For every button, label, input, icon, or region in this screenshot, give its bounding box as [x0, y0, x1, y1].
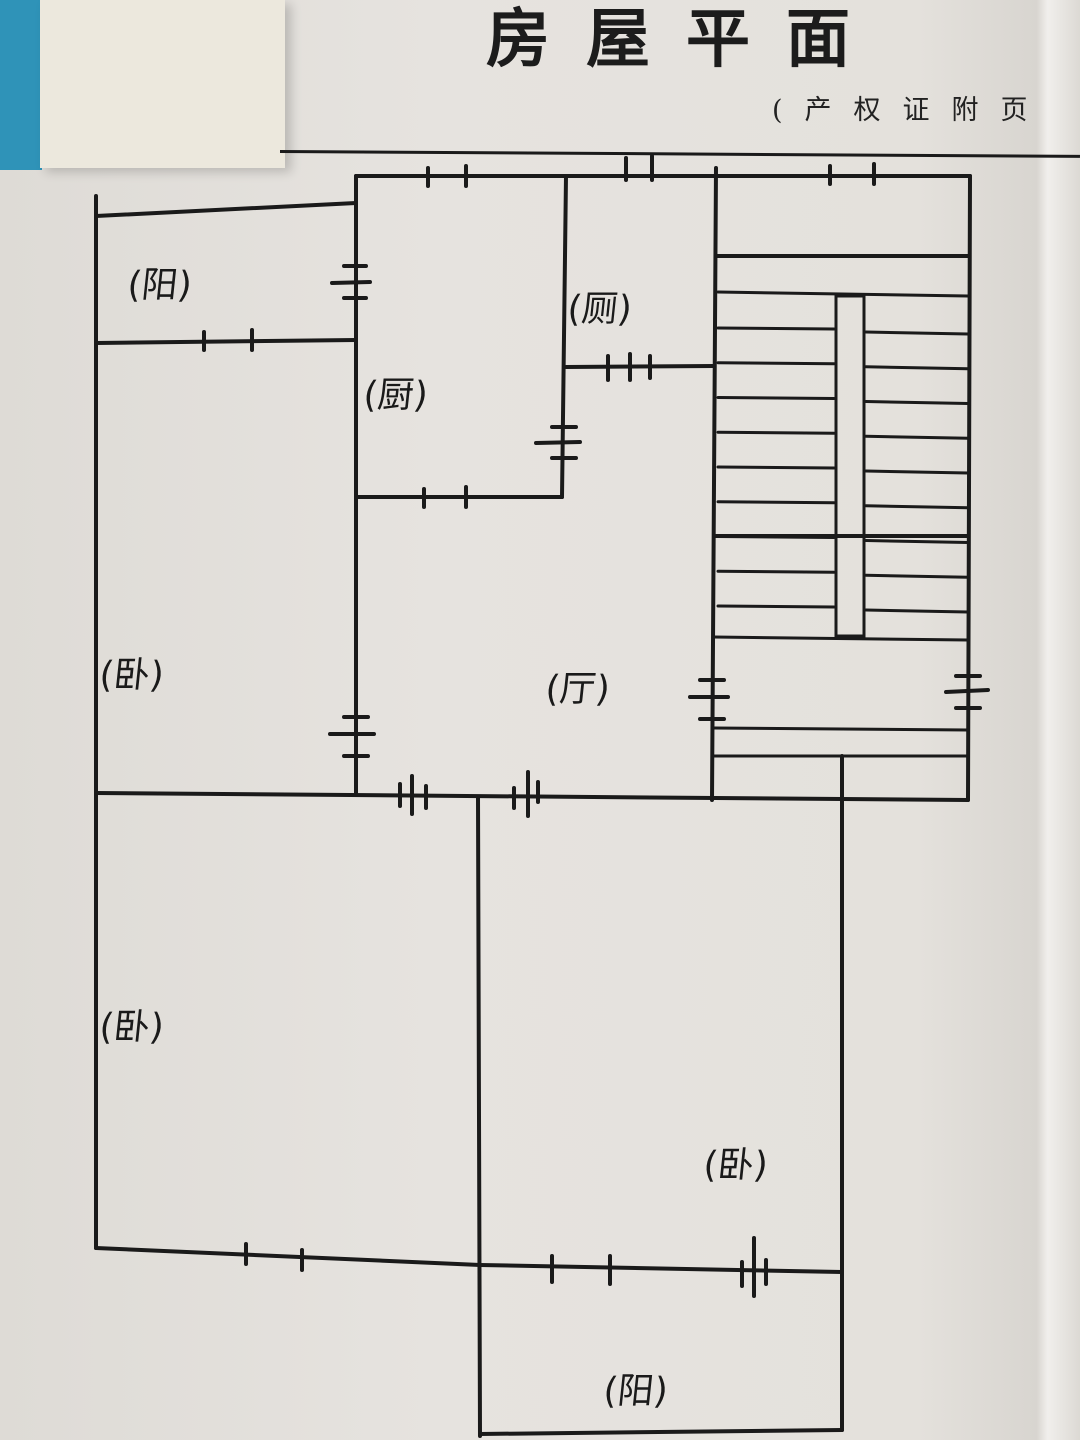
stair-tread-left: [716, 465, 836, 470]
stair-tread-right: [864, 539, 970, 544]
stair-tread-right: [864, 469, 970, 475]
door-mark: [330, 264, 372, 300]
room-label-bedroom-lower-left: (卧): [97, 1007, 166, 1048]
door-mark: [688, 678, 730, 721]
room-label-living-room: (厅): [543, 669, 612, 710]
window-mark: [828, 162, 876, 186]
room-label-toilet: (厕): [565, 289, 634, 330]
window-mark: [624, 154, 654, 182]
door-mark: [534, 425, 582, 460]
stair-tread-right: [864, 400, 970, 405]
window-mark: [202, 328, 254, 352]
wall-kitchen-right: [560, 174, 568, 499]
stair-steps: [716, 326, 970, 614]
wall-toilet-bottom: [564, 364, 716, 369]
openings: [202, 154, 990, 1298]
window-mark: [426, 164, 468, 188]
document-subtitle: (产权证附页: [772, 95, 1050, 126]
stair-tread-left: [716, 396, 836, 400]
room-label-balcony-top: (阳): [125, 265, 194, 306]
stair-tread-right: [864, 608, 970, 614]
room-label-bedroom-upper-left: (卧): [97, 655, 166, 696]
window-mark: [422, 485, 468, 509]
stair-tread-right: [864, 434, 970, 440]
stair-tread-right: [864, 330, 970, 336]
stair-tread-left: [716, 361, 836, 366]
door-mark: [512, 770, 540, 818]
stair-landing-lower: [712, 726, 970, 732]
window-mark: [606, 352, 652, 382]
stair-tread-left: [716, 604, 836, 609]
wall-bottom-left: [94, 1246, 482, 1267]
room-label-bedroom-lower-right: (卧): [701, 1145, 770, 1186]
stair-tread-left: [716, 430, 836, 435]
stair-tread-right: [864, 504, 970, 510]
door-mark: [944, 674, 990, 710]
wall-balcony-bottom-edge: [478, 1428, 844, 1436]
stair-flight-top: [716, 290, 970, 298]
stair-tread-left: [716, 535, 836, 539]
door-mark: [740, 1236, 768, 1298]
window-mark: [550, 1254, 612, 1286]
window-mark: [244, 1242, 304, 1272]
stair-tread-left: [716, 500, 836, 505]
wall-top-balcony: [94, 201, 358, 218]
stairwell: [712, 290, 970, 758]
stair-tread-left: [716, 326, 836, 331]
beige-paper-sheet: [40, 0, 285, 168]
wall-balcony-bottom: [94, 338, 358, 345]
stair-tread-right: [864, 365, 970, 371]
wall-bedroom-divider: [476, 795, 482, 1438]
room-label-balcony-bottom: (阳): [601, 1371, 670, 1412]
wall-stair-left: [710, 166, 718, 802]
wall-bottom-right: [478, 1263, 844, 1274]
wall-mid-horizontal: [94, 791, 970, 802]
door-mark: [398, 774, 428, 816]
room-label-kitchen: (厨): [361, 375, 430, 416]
wall-stair-right: [966, 174, 972, 802]
door-mark: [328, 715, 376, 758]
blue-booklet-cover: [0, 0, 42, 170]
stair-tread-left: [716, 569, 836, 574]
stair-landing-bottom-line: [712, 635, 970, 642]
stair-tread-right: [864, 573, 970, 579]
walls: [94, 166, 972, 1438]
document-title: 房屋平面: [486, 2, 886, 77]
stair-center-well: [834, 294, 866, 638]
